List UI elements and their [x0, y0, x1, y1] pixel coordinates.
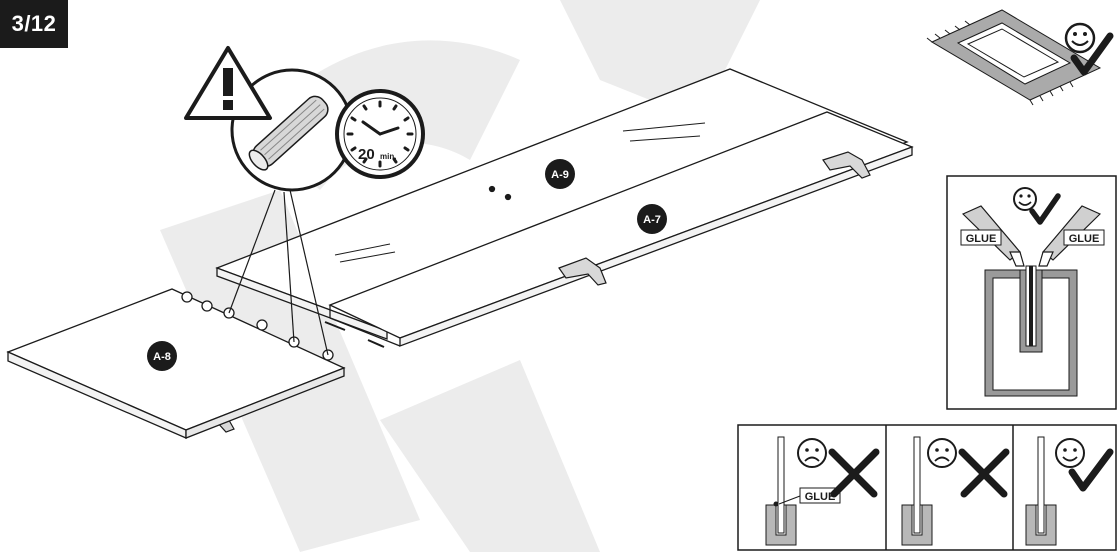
- part-label-a9: A-9: [545, 159, 575, 189]
- timer-unit: min.: [380, 152, 396, 161]
- glue-detail-panel: GLUE GLUE: [946, 175, 1117, 410]
- comparison-too-much-glue: GLUE: [765, 436, 880, 546]
- dowel-bubble: [230, 68, 354, 192]
- cross-icon: [828, 448, 880, 498]
- check-icon: [1070, 32, 1114, 76]
- glue-comparison-panels: GLUE: [737, 424, 1117, 551]
- clock-icon: 20 min.: [335, 89, 425, 179]
- smiley-sad-icon: [927, 438, 957, 468]
- panel-a7: [324, 111, 914, 348]
- callout-lines: [228, 189, 329, 356]
- timer-value: 20: [358, 146, 375, 163]
- smiley-happy-icon: [1055, 438, 1085, 468]
- comparison-correct: [1025, 436, 1114, 546]
- part-label-a9-text: A-9: [551, 169, 569, 181]
- warning-icon: [184, 46, 272, 120]
- glue-label-left: GLUE: [966, 233, 997, 245]
- glue-label-panel: GLUE: [805, 491, 836, 503]
- glue-label-right: GLUE: [1069, 233, 1100, 245]
- rug-icon: [926, 9, 1102, 106]
- part-label-a7-text: A-7: [643, 214, 661, 226]
- part-label-a8: A-8: [147, 341, 177, 371]
- smiley-happy-icon: [1013, 187, 1037, 211]
- part-label-a8-text: A-8: [153, 351, 171, 363]
- cross-icon: [958, 448, 1010, 498]
- part-label-a7: A-7: [637, 204, 667, 234]
- comparison-no-glue: [901, 436, 1010, 546]
- panel-a9: [215, 68, 909, 340]
- check-icon: [1068, 448, 1114, 492]
- check-icon: [1029, 193, 1061, 225]
- smiley-sad-icon: [797, 438, 827, 468]
- smiley-happy-icon: [1064, 22, 1096, 54]
- step-indicator: 3/12: [0, 0, 68, 48]
- dowel-icon: [248, 95, 329, 171]
